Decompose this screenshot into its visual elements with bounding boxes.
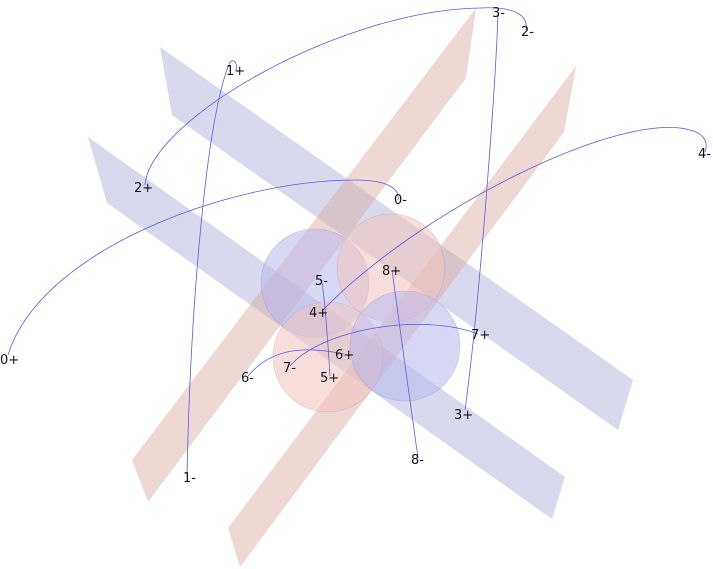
label-6-minus: 6- — [241, 371, 254, 386]
label-5-minus: 5- — [315, 274, 328, 289]
label-2-minus: 2- — [521, 25, 534, 40]
curve-4 — [322, 127, 707, 311]
curve-5 — [321, 281, 331, 377]
label-7-minus: 7- — [283, 361, 296, 376]
sphere-lower-right — [349, 290, 461, 402]
curve-2 — [144, 7, 527, 186]
curve-0 — [7, 179, 399, 356]
label-1-plus: 1+ — [226, 64, 245, 79]
curve-8 — [391, 269, 419, 459]
label-7-plus: 7+ — [471, 328, 490, 343]
label-4-plus: 4+ — [309, 306, 328, 321]
label-3-minus: 3- — [492, 6, 505, 21]
curve-1 — [186, 60, 237, 477]
label-3-plus: 3+ — [454, 408, 473, 423]
label-8-plus: 8+ — [382, 264, 401, 279]
label-0-plus: 0+ — [0, 353, 19, 368]
label-0-minus: 0- — [394, 193, 407, 208]
label-5-plus: 5+ — [320, 371, 339, 386]
label-2-plus: 2+ — [134, 181, 153, 196]
curve-7 — [289, 324, 479, 367]
label-6-plus: 6+ — [335, 348, 354, 363]
curve-6 — [247, 349, 345, 377]
curve-3 — [464, 11, 499, 411]
label-4-minus: 4- — [698, 147, 711, 162]
label-8-minus: 8- — [411, 453, 424, 468]
label-1-minus: 1- — [183, 471, 196, 486]
